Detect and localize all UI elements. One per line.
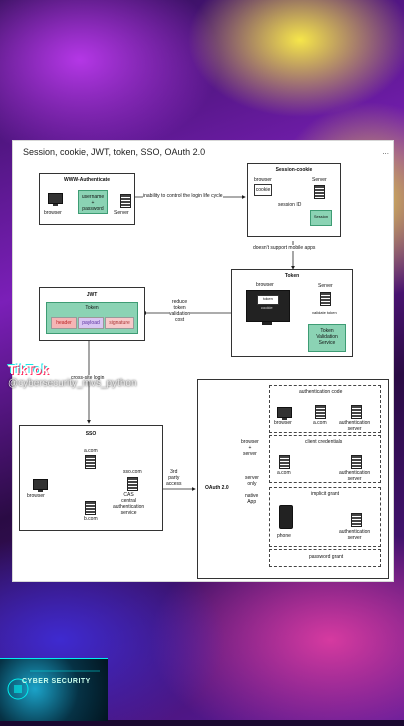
auth-server-label-1: authentication server [339,420,371,432]
token-cookie-label: cookie [261,305,273,310]
monitor-icon [277,407,292,420]
jwt-box: JWT Token header payload signature [39,287,145,341]
server-icon [127,477,138,491]
auth-server-label-2: authentication server [339,470,371,482]
server-icon [351,405,362,419]
www-server-label: Server [114,210,129,216]
server-icon [85,501,96,515]
credentials-label: username + password [81,194,105,212]
sso-title: SSO [85,431,97,437]
tiktok-logo: TikTok [8,362,49,377]
edge-inability-label: inability to control the login life cycl… [143,193,223,199]
token-monitor: token cookie [246,290,290,322]
cyber-security-text: CYBER SECURITY [22,678,91,685]
credentials-box: username + password [78,190,108,214]
edge-cross-label: cross-site login [71,375,105,381]
creator-handle[interactable]: @cybersecurity_mvs_python [8,378,137,389]
www-authenticate-title: WWW-Authenticate [63,177,110,183]
cas-label: CAS central authentication service [113,492,145,516]
jwt-token-label: Token [85,305,99,311]
token-title: Token [284,273,300,279]
edge-third-label: 3rd party access [166,469,182,487]
server-icon [85,455,96,469]
jwt-payload: payload [78,317,104,329]
session-store-box: Session [310,210,332,226]
validate-token-label: validate token [312,310,337,315]
token-box: Token browser token cookie Server valida… [231,269,353,357]
server-icon [279,455,290,469]
token-tag-label: token [263,296,273,301]
jwt-header: header [51,317,77,329]
native-app-label: native App [245,493,259,505]
diagram-panel: Session, cookie, JWT, token, SSO, OAuth … [12,140,394,582]
oauth-a-com-label: a.com [313,420,327,426]
title-suffix: ... [382,147,389,156]
browser-server-label: browser + server [241,439,259,457]
www-authenticate-box: WWW-Authenticate browser username + pass… [39,173,135,225]
password-grant-box [269,549,381,567]
password-grant-title: password grant [309,554,344,560]
client-credentials-title: client credentials [305,439,343,445]
token-browser-label: browser [256,282,274,288]
oauth-title: OAuth 2.0 [205,485,229,491]
cookie-box: cookie [254,184,272,196]
server-only-label: server only [245,475,259,487]
token-tag: token [257,295,279,305]
jwt-title: JWT [86,292,98,298]
server-icon [351,455,362,469]
monitor-icon [33,479,48,492]
jwt-token-box: Token header payload signature [46,302,138,334]
session-id-label: session ID [278,202,302,208]
edge-reduce-label: reduce token validation cost [169,299,191,323]
jwt-parts: header payload signature [51,317,134,329]
auth-server-label-3: authentication server [339,529,371,541]
diagram-title: Session, cookie, JWT, token, SSO, OAuth … [23,147,206,157]
server-icon [314,185,325,199]
implicit-grant-title: implicit grant [311,491,340,497]
session-cookie-title: Session-cookie [275,167,313,173]
session-server-label: Server [312,177,327,183]
session-store-label: Session [313,214,329,219]
oauth-browser-label: browser [274,420,292,426]
token-validation-label: Token Validation Service [316,328,338,346]
sso-com-label: sso.com [123,469,142,475]
cookie-label: cookie [255,187,271,193]
sso-b-com-label: b.com [84,516,98,522]
phone-label: phone [277,533,291,539]
monitor-icon [48,193,63,206]
token-monitor-stand [262,322,272,325]
server-icon [120,194,131,208]
sso-a-com-label: a.com [84,448,98,454]
oauth-a-com2-label: a.com [277,470,291,476]
cyber-security-logo [0,658,108,721]
edge-mobile-label: doesn't support mobile apps [253,245,316,251]
token-validation-service: Token Validation Service [308,324,346,352]
www-browser-label: browser [44,210,62,216]
server-icon [315,405,326,419]
session-cookie-box: Session-cookie browser cookie Server ses… [247,163,341,237]
server-icon [351,513,362,527]
server-icon [320,292,331,306]
shield-icon [7,670,100,700]
session-browser-label: browser [254,177,272,183]
token-server-label: Server [318,283,333,289]
phone-icon [279,505,293,529]
jwt-signature: signature [105,317,134,329]
auth-code-title: authentication code [299,389,343,395]
sso-browser-label: browser [27,493,45,499]
